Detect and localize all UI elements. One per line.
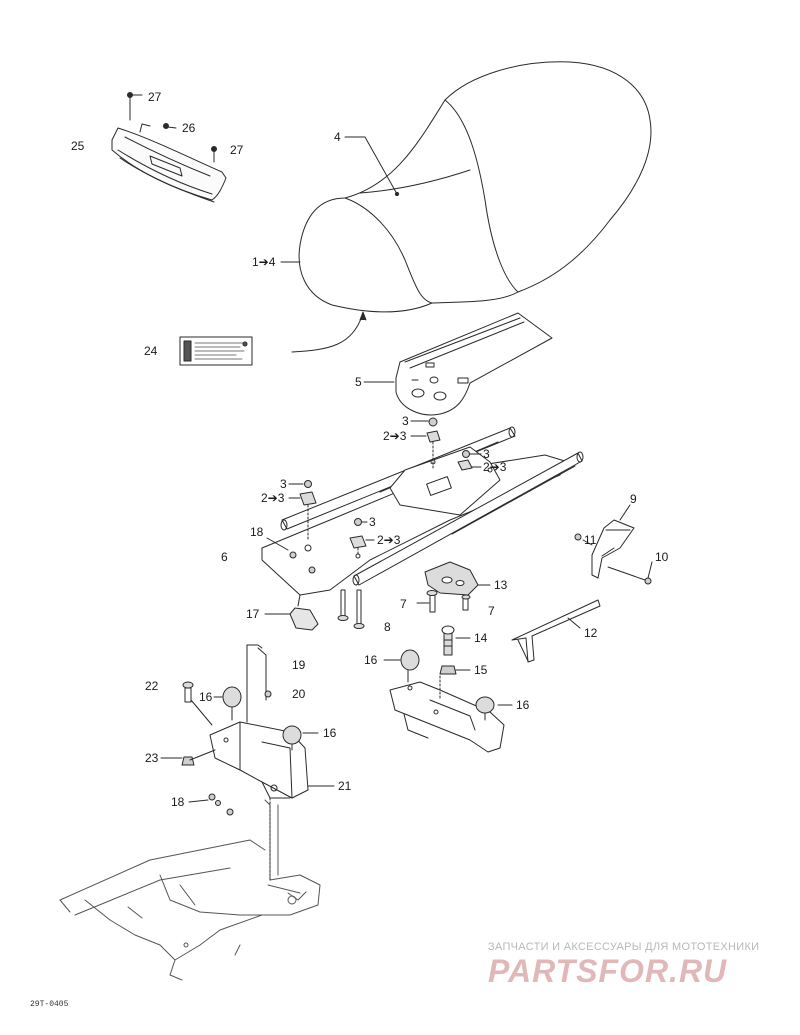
bolt-7 <box>426 590 471 613</box>
nut-2to3-d <box>349 535 367 549</box>
pin-14-part <box>441 625 455 656</box>
screw-11 <box>574 533 582 541</box>
nut-18-lower <box>208 793 234 816</box>
callout-10: 10 <box>655 550 669 564</box>
vehicle-frame-part <box>59 799 321 981</box>
callout-14: 14 <box>474 631 488 645</box>
screw-26 <box>163 123 177 129</box>
nut-18-frame <box>289 551 316 574</box>
rod-12-part <box>511 599 601 663</box>
figure-code: 29T-0405 <box>30 1000 69 1009</box>
callout-7-left: 7 <box>400 597 407 611</box>
callout-25: 25 <box>71 139 85 153</box>
callout-13: 13 <box>494 578 508 592</box>
callout-9: 9 <box>630 492 637 506</box>
bolt-22 <box>182 681 213 726</box>
callout-3-d: 3 <box>369 515 376 529</box>
nut-2to3-a <box>426 430 441 443</box>
clip-3-d <box>354 518 362 526</box>
decal-label-part <box>179 336 253 366</box>
callout-26: 26 <box>182 121 196 135</box>
u-bolt-19-part <box>246 644 267 723</box>
bolt-10 <box>607 566 652 585</box>
screw-27-right <box>211 146 217 163</box>
callout-2to3-b: 2➔3 <box>483 460 507 474</box>
leader-24 <box>291 315 363 353</box>
callout-12: 12 <box>584 626 598 640</box>
bumper-16-left-a <box>222 686 242 721</box>
bracket-right-part <box>389 681 505 753</box>
handle-9-part <box>591 519 635 579</box>
watermark-tagline: ЗАПЧАСТИ И АКСЕССУАРЫ ДЛЯ МОТОТЕХНИКИ <box>488 941 760 953</box>
rear-cover-part <box>111 123 227 203</box>
callout-2to3-c: 2➔3 <box>261 491 285 505</box>
leader-4 <box>344 136 398 195</box>
nut-2to3-b <box>457 459 473 471</box>
callout-21: 21 <box>338 779 352 793</box>
callout-16-right-b: 16 <box>516 698 530 712</box>
callout-16-right-a: 16 <box>364 653 378 667</box>
seat-frame-part <box>261 426 584 596</box>
callout-24: 24 <box>144 344 158 358</box>
callout-18-frame: 18 <box>250 525 264 539</box>
callout-2to3-d: 2➔3 <box>377 533 401 547</box>
callout-20: 20 <box>292 687 306 701</box>
watermark-logo: PARTSFOR.RU <box>488 953 728 989</box>
callout-16-left-b: 16 <box>323 726 337 740</box>
bumper-16-right-b <box>475 696 495 721</box>
callout-11: 11 <box>584 533 597 547</box>
callout-3-a: 3 <box>402 414 409 428</box>
nut-20 <box>264 690 272 698</box>
callout-16-left-a: 16 <box>199 690 213 704</box>
callout-19: 19 <box>292 658 306 672</box>
callout-3-c: 3 <box>280 477 287 491</box>
callout-27-right: 27 <box>230 143 244 157</box>
bumper-16-right-a <box>400 649 420 683</box>
arrow-24 <box>359 311 367 321</box>
seat-base-pan-part <box>395 312 553 416</box>
latch-13-part <box>424 561 479 596</box>
nut-23 <box>181 749 216 766</box>
callout-17: 17 <box>246 607 260 621</box>
seat-part <box>298 61 652 313</box>
bolt-8 <box>337 589 365 629</box>
callout-2to3-a: 2➔3 <box>383 429 407 443</box>
callout-23: 23 <box>145 751 159 765</box>
nut-15 <box>439 665 457 675</box>
callout-27-top: 27 <box>148 90 162 104</box>
callout-4: 4 <box>334 130 341 144</box>
clip-3-b <box>462 450 470 458</box>
callout-8: 8 <box>384 620 391 634</box>
callout-3-b: 3 <box>483 447 490 461</box>
nut-2to3-c <box>299 491 317 506</box>
callout-5: 5 <box>355 375 362 389</box>
screw-27-top <box>127 92 143 121</box>
callout-6: 6 <box>221 550 228 564</box>
clip-3-c <box>304 480 312 488</box>
callout-7-right: 7 <box>488 604 495 618</box>
clip-3-a <box>428 417 438 427</box>
bumper-16-left-b <box>282 725 302 751</box>
bracket-17-part <box>289 594 319 631</box>
callout-22: 22 <box>145 679 159 693</box>
callout-1to4: 1➔4 <box>252 255 276 269</box>
callout-15: 15 <box>474 663 488 677</box>
callout-18-lower: 18 <box>171 795 185 809</box>
